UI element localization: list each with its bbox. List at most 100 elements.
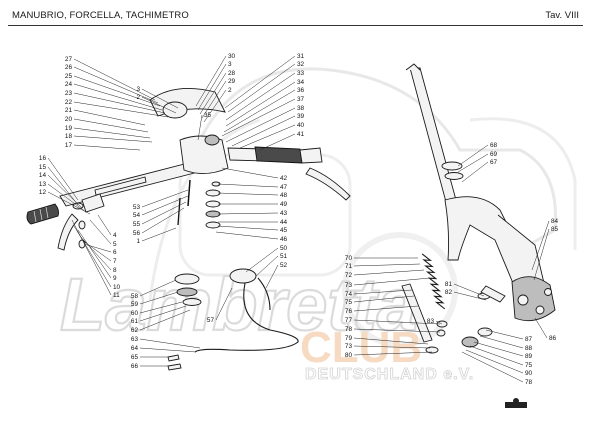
callout-number: 66 [131,363,139,370]
headset-body [179,135,229,174]
leader-line [215,287,233,321]
leader-line [73,101,169,118]
leader-line [81,239,112,262]
callout-number: 28 [228,70,236,77]
callout-number: 39 [297,113,305,120]
leader-line [224,55,296,109]
leader-line [245,247,279,273]
callout-number: 3 [136,86,140,93]
callout-number: 75 [345,299,353,306]
callout-number: 71 [345,263,353,270]
leader-line [141,201,187,225]
leader-line [255,255,279,277]
leader-line [141,195,189,216]
leader-line [73,92,166,114]
leader-line [265,264,279,289]
leader-line [353,263,421,267]
callout-number: 75 [525,362,533,369]
speedo-cup [162,101,188,119]
callout-number: 13 [39,181,47,188]
callout-number: 86 [549,335,557,342]
callout-number: 64 [131,345,139,352]
left-grip [26,203,60,225]
leader-line [139,301,183,314]
callout-number: 50 [280,245,288,252]
callout-number: 20 [65,116,73,123]
callout-number: 25 [65,73,73,80]
handlebar-sleeve [94,176,147,196]
callout-number: 44 [280,219,288,226]
callout-number: 2 [228,87,232,94]
washer [205,189,221,197]
leader-line [83,243,112,253]
table-number: Tav. VIII [545,10,579,21]
leader-line [353,319,441,325]
callout-number: 88 [525,345,533,352]
leader-line [77,229,112,279]
leader-line [473,341,524,357]
leader-line [353,269,425,276]
leader-line [353,289,413,295]
callout-number: 24 [65,81,73,88]
callout-number: 1 [136,238,140,245]
callout-number: 12 [39,189,47,196]
hub-bolt [517,294,529,306]
leader-line [227,63,296,113]
callout-number: 21 [65,107,73,114]
leader-line [47,157,79,201]
callout-number: 72 [345,272,353,279]
callout-number: 40 [297,122,305,129]
callout-number: 11 [113,292,120,299]
leader-line [534,317,548,339]
leader-line [217,192,279,196]
leader-line [73,83,163,111]
callout-number: 89 [525,353,533,360]
leader-line [139,305,187,322]
callout-number: 10 [113,284,121,291]
fork-body [444,196,531,301]
leader-line [225,72,296,121]
leader-line [225,107,296,143]
callout-number: 55 [133,221,141,228]
callout-number: 29 [228,78,236,85]
leader-line [465,349,524,374]
callout-number: 5 [113,241,117,248]
grip-end [299,147,323,164]
callout-number: 82 [445,289,453,296]
callout-number: 56 [133,230,141,237]
callout-number: 33 [297,70,305,77]
leader-line [73,127,151,139]
leader-line [141,227,177,242]
leader-line [141,189,189,208]
pin [78,220,86,230]
leader-line [201,80,227,119]
callout-number: 26 [65,64,73,71]
leader-line [533,228,550,281]
callout-number: 77 [345,317,353,324]
leader-line [215,231,279,240]
callout-number: 90 [525,370,533,377]
leader-line [353,337,429,345]
leader-line [139,309,191,331]
leader-line [89,219,112,245]
callout-number: 6 [113,249,117,256]
leader-line [195,55,227,107]
callout-number: 74 [345,291,353,298]
leader-line [435,320,443,325]
leader-line [73,135,153,143]
leader-line [197,63,227,111]
leader-line [141,96,177,114]
washer [205,200,221,208]
bushing [436,329,446,337]
bracket [480,285,506,303]
leader-line [461,161,489,183]
callout-number: 36 [297,87,305,94]
leader-line [203,89,227,123]
leader-line [457,144,489,167]
callout-number: 9 [113,275,117,282]
leader-line [225,81,296,127]
nut [205,210,221,218]
callout-number: 84 [551,218,559,225]
diagram-title: MANUBRIO, FORCELLA, TACHIMETRO [12,10,189,21]
leader-line [139,279,177,297]
